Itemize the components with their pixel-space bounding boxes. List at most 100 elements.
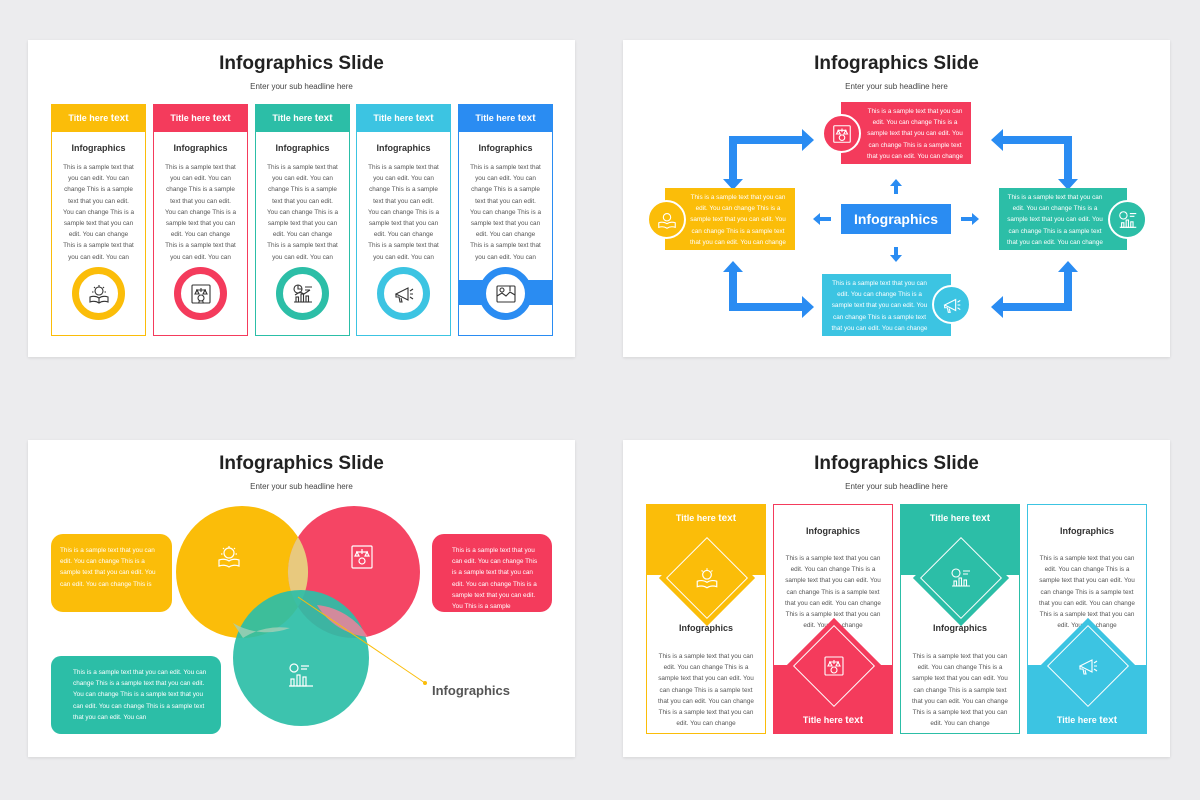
reading-book-icon <box>88 284 109 304</box>
cycle-box-text: This is a sample text that you can edit.… <box>690 194 786 246</box>
chart-presentation-icon <box>1118 210 1136 228</box>
callout-line <box>297 596 426 684</box>
diamond-icon-wrap <box>1072 650 1104 682</box>
icon-ring <box>276 267 329 320</box>
cycle-box-text: This is a sample text that you can edit.… <box>831 280 928 332</box>
column-4: Title here text Infographics This is a s… <box>356 104 451 336</box>
column-5: Title here text Infographics This is a s… <box>458 104 553 336</box>
megaphone-icon <box>394 286 413 303</box>
column-text: This is a sample text that you can edit.… <box>469 164 542 261</box>
chart-presentation-icon <box>292 283 312 303</box>
reading-book-icon <box>696 568 718 589</box>
column-title: Title here <box>373 113 414 123</box>
slide-subtitle: Enter your sub headline here <box>250 82 353 91</box>
icon-ring <box>174 267 227 320</box>
arrow-up-small <box>890 179 902 194</box>
diamond-icon-wrap <box>945 562 977 594</box>
icon-ring <box>479 267 532 320</box>
column-text: This is a sample text that you can edit.… <box>367 164 440 261</box>
column-text: This is a sample text that you can edit.… <box>658 653 754 728</box>
column-text: This is a sample text that you can edit.… <box>912 653 1008 728</box>
column-heading: Infographics <box>932 623 987 633</box>
icon-ring <box>377 267 430 320</box>
cycle-box-right: This is a sample text that you can edit.… <box>999 188 1127 250</box>
column-header: Title here text <box>256 105 349 132</box>
column-title: Title here <box>68 113 109 123</box>
scales-award-icon <box>824 656 844 676</box>
column-title: Title here text <box>1028 715 1146 726</box>
diamond-icon-wrap <box>691 562 723 594</box>
column-title: Title here text <box>647 513 765 524</box>
column-title-bold: text <box>415 113 434 124</box>
column-heading: Infographics <box>1059 526 1114 536</box>
arrow-bottom-right <box>991 261 1078 318</box>
chart-presentation-icon <box>951 568 970 587</box>
column-title-bold: text <box>314 113 333 124</box>
slide-subtitle: Enter your sub headline here <box>845 82 948 91</box>
column-heading: Infographics <box>275 143 330 153</box>
column-title-bold: text <box>212 113 231 124</box>
slide-title: Infographics Slide <box>219 53 384 74</box>
column-heading: Infographics <box>805 526 860 536</box>
column-title: Title here text <box>901 513 1019 524</box>
bubble-text: This is a sample text that you can edit.… <box>60 547 156 588</box>
map-location-icon <box>495 284 516 303</box>
column-2: Infographics This is a sample text that … <box>773 504 893 734</box>
cycle-box-left: This is a sample text that you can edit.… <box>665 188 795 250</box>
column-title-bold: text <box>972 513 991 524</box>
arrow-left-small <box>813 213 831 225</box>
column-heading: Infographics <box>71 143 126 153</box>
column-title: Title here <box>475 113 516 123</box>
column-title: Title here text <box>774 715 892 726</box>
column-4: Infographics This is a sample text that … <box>1027 504 1147 734</box>
column-text: This is a sample text that you can edit.… <box>266 164 339 261</box>
cycle-dot-top <box>822 114 861 153</box>
scales-award-icon <box>351 545 373 569</box>
venn-circle-teal <box>233 590 369 726</box>
arrow-down-small <box>890 247 902 262</box>
column-2: Title here text Infographics This is a s… <box>153 104 248 336</box>
cycle-box-top: This is a sample text that you can edit.… <box>841 102 971 164</box>
arrow-right-small <box>961 213 979 225</box>
cycle-dot-left <box>647 200 686 239</box>
slide-venn-diagram: Infographics Slide Enter your sub headli… <box>28 440 575 757</box>
column-heading: Infographics <box>478 143 533 153</box>
column-title-bold: text <box>845 715 864 726</box>
venn-circles <box>176 506 427 726</box>
column-title-bold: text <box>718 513 737 524</box>
text-bubble-red: This is a sample text that you can edit.… <box>432 534 552 612</box>
column-text: This is a sample text that you can edit.… <box>62 164 135 261</box>
arrow-top-right <box>991 129 1078 190</box>
column-title-text: Title here <box>1056 715 1097 725</box>
reading-book-icon <box>218 546 240 568</box>
diamond-icon-wrap <box>818 650 850 682</box>
cycle-box-text: This is a sample text that you can edit.… <box>1007 194 1103 246</box>
column-1: Title here text Infographics This is a s… <box>646 504 766 734</box>
column-heading: Infographics <box>173 143 228 153</box>
cycle-box-text: This is a sample text that you can edit.… <box>867 108 963 160</box>
venn-overlap-left <box>233 623 290 638</box>
column-title-bold: text <box>110 113 129 124</box>
column-title-text: Title here <box>929 513 970 523</box>
column-title: Title here <box>170 113 211 123</box>
column-heading: Infographics <box>376 143 431 153</box>
slide-subtitle: Enter your sub headline here <box>845 482 948 491</box>
arrow-top-left <box>723 129 814 190</box>
scales-award-icon <box>832 124 851 143</box>
column-header: Title here text <box>52 105 145 132</box>
arrow-bottom-left <box>723 261 814 318</box>
column-title-bold: text <box>1099 715 1118 726</box>
scales-award-icon <box>190 283 211 304</box>
venn-overlap-top <box>287 537 309 607</box>
megaphone-icon <box>942 298 961 313</box>
column-text: This is a sample text that you can edit.… <box>164 164 237 261</box>
slide-title: Infographics Slide <box>219 453 384 474</box>
megaphone-icon <box>1078 659 1098 675</box>
text-bubble-teal: This is a sample text that you can edit.… <box>51 656 221 734</box>
text-bubble-yellow: This is a sample text that you can edit.… <box>51 534 172 612</box>
callout-dot <box>423 681 427 685</box>
slide-title: Infographics Slide <box>814 453 979 474</box>
chart-presentation-icon <box>289 663 313 687</box>
venn-overlap-right <box>317 605 368 637</box>
slide-diamond-columns: Infographics Slide Enter your sub headli… <box>623 440 1170 757</box>
